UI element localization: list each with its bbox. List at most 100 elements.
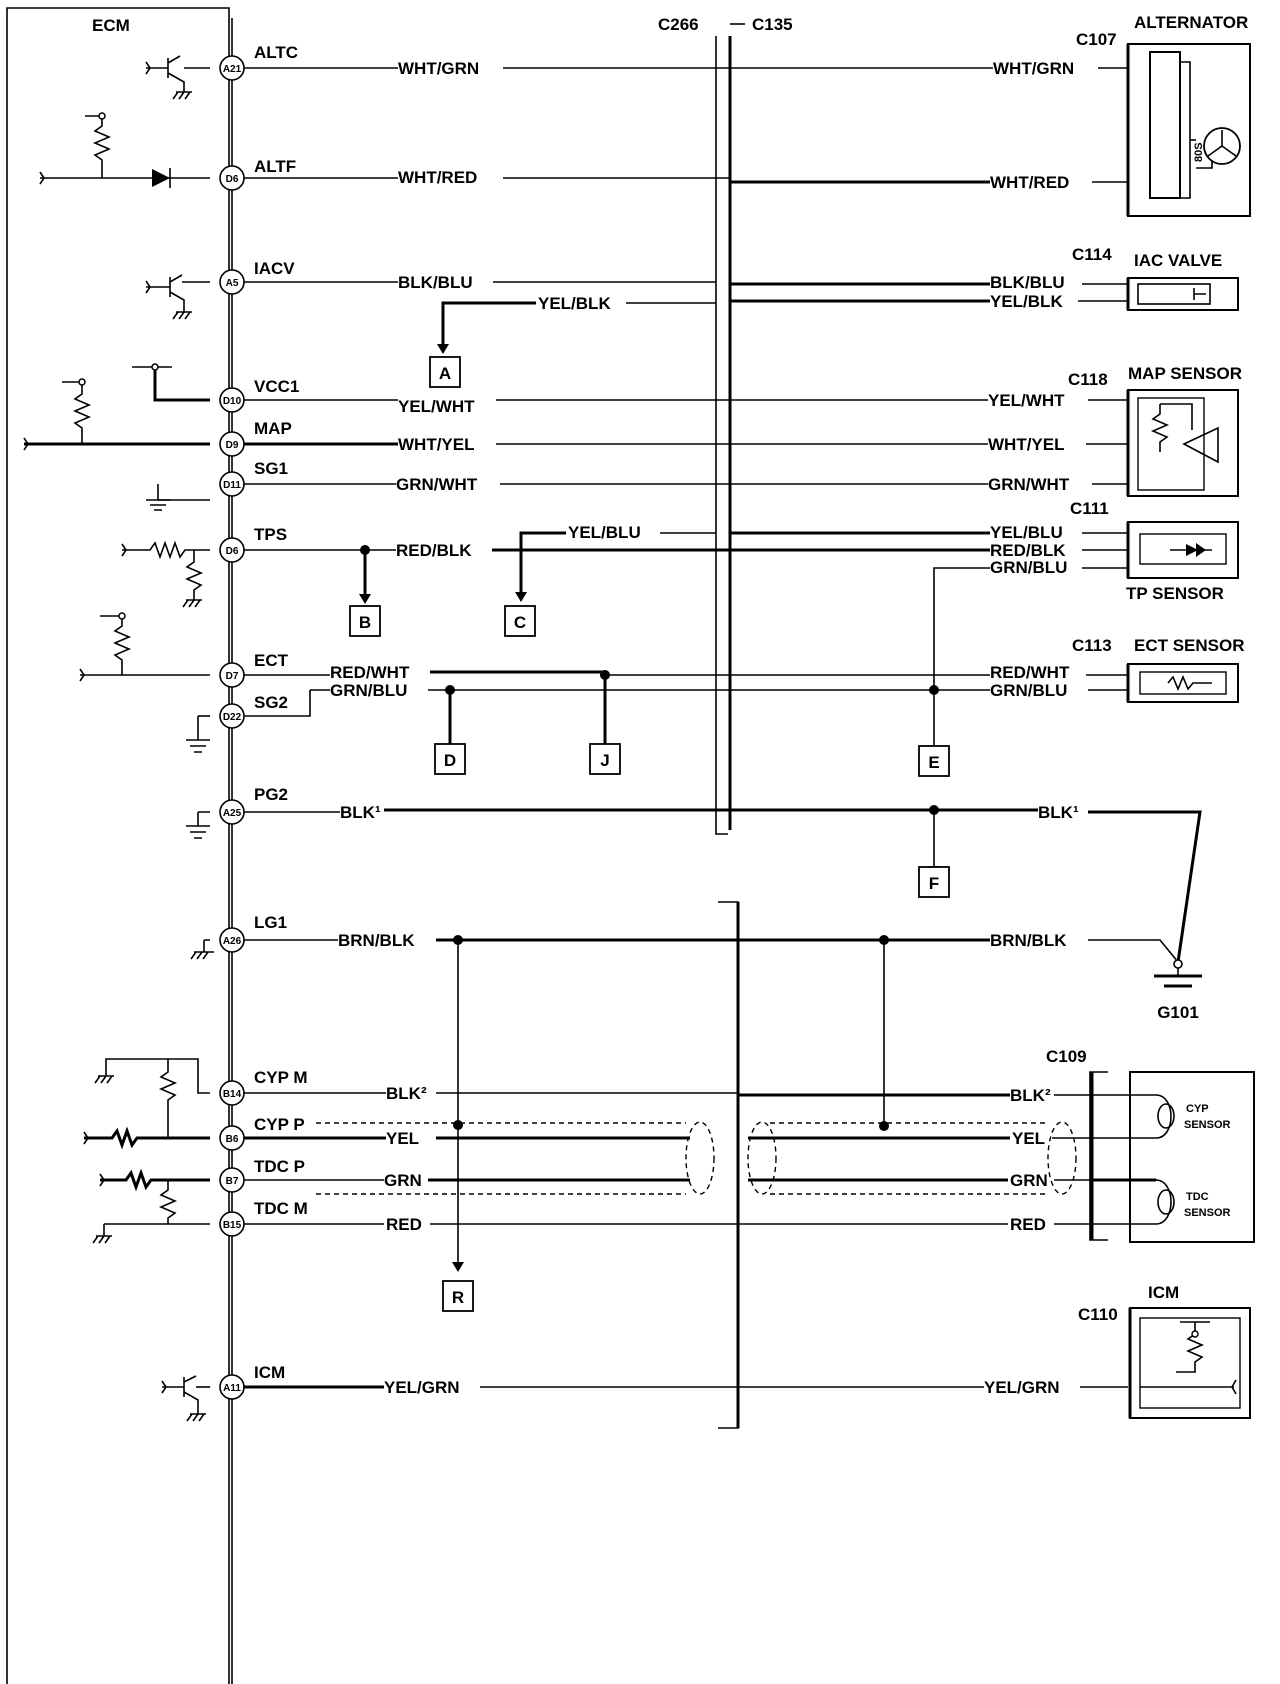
wire-yel-wht-label-ecm: YEL/WHT <box>398 397 475 416</box>
wire-grn: GRN GRN <box>244 1171 1090 1195</box>
wire-yel: YEL YEL <box>244 1122 1090 1148</box>
pin-sg2-label: D22 <box>223 712 242 723</box>
ref-d-label: D <box>444 751 456 770</box>
ecm-internal-circuits <box>23 55 214 1422</box>
pin-tdcm-label: B15 <box>223 1220 242 1231</box>
signal-tdcp-label: TDC P <box>254 1157 305 1176</box>
pin-pg2-label: A25 <box>223 808 242 819</box>
signal-cypp-label: CYP P <box>254 1115 305 1134</box>
signal-icm-label: ICM <box>254 1363 285 1382</box>
pin-lg1: A26 LG1 <box>219 913 287 953</box>
wire-yel-blk-label-ecm: YEL/BLK <box>538 294 611 313</box>
wire-yel-blu-label-ecm: YEL/BLU <box>568 523 641 542</box>
connector-c135-label: C135 <box>752 15 793 34</box>
wire-wht-grn-label-alt: WHT/GRN <box>993 59 1074 78</box>
signal-tps-label: TPS <box>254 525 287 544</box>
wire-blk-blu-label-ecm: BLK/BLU <box>398 273 473 292</box>
connector-c111-label: C111 <box>1070 499 1109 518</box>
wire-grn-blu-tp: GRN/BLU <box>928 558 1128 768</box>
wire-yel-wht-label-map: YEL/WHT <box>988 391 1065 410</box>
pin-ect: D7 ECT <box>219 651 289 688</box>
icm-label: ICM <box>1148 1283 1179 1302</box>
tp-sensor-label: TP SENSOR <box>1126 584 1224 603</box>
wire-yel-label-cyp: YEL <box>1012 1129 1045 1148</box>
connector-c118-label: C118 <box>1068 370 1108 389</box>
connector-c266-label: C266 <box>658 15 699 34</box>
ref-box-a: A <box>429 356 461 388</box>
wire-grn-wht-label-map: GRN/WHT <box>988 475 1070 494</box>
connector-c114-label: C114 <box>1072 245 1112 264</box>
wire-wht-yel: WHT/YEL WHT/YEL <box>244 435 1128 454</box>
connector-c110-label: C110 <box>1078 1305 1118 1324</box>
wire-red-blk-label-ecm: RED/BLK <box>396 541 472 560</box>
tp-sensor: C111 TP SENSOR <box>1070 499 1239 603</box>
splice-points <box>360 545 939 1131</box>
pin-lg1-label: A26 <box>223 936 242 947</box>
wire-wht-red: WHT/RED WHT/RED <box>244 168 1128 192</box>
ref-a-label: A <box>439 364 451 383</box>
iac-valve: C114 IAC VALVE <box>1072 245 1239 311</box>
ect-sensor: C113 ECT SENSOR <box>1072 636 1245 703</box>
pin-tps: D6 TPS <box>219 525 287 563</box>
map-sensor-label: MAP SENSOR <box>1128 364 1242 383</box>
wire-brn-blk-label-ground: BRN/BLK <box>990 931 1067 950</box>
ref-box-d: D <box>434 743 466 775</box>
ref-box-j: J <box>589 743 621 775</box>
pin-sg1: D11 SG1 <box>219 459 288 497</box>
wire-grn-blu-label-tp: GRN/BLU <box>990 558 1067 577</box>
ground-g101-label: G101 <box>1157 1003 1199 1022</box>
pin-altf-label: D6 <box>226 174 239 185</box>
wire-red-label-tdc: RED <box>1010 1215 1046 1234</box>
wire-blk2-label-cyp: BLK² <box>1010 1086 1051 1105</box>
cyp-tdc-sensor: C109 CYP SENSOR TDC SENSOR <box>1046 1047 1255 1243</box>
alternator-regulator-label: 80S <box>1193 142 1205 162</box>
wire-yel-grn-label-ecm: YEL/GRN <box>384 1378 460 1397</box>
pin-tdcp-label: B7 <box>226 1176 239 1187</box>
branch-tps-to-b <box>359 550 371 604</box>
wire-yel-wht: YEL/WHT YEL/WHT <box>244 391 1128 416</box>
ref-c-label: C <box>514 613 526 632</box>
pin-altf: D6 ALTF <box>219 157 296 191</box>
wire-wht-yel-label-map: WHT/YEL <box>988 435 1065 454</box>
pin-map-label: D9 <box>226 440 239 451</box>
pin-cypp-label: B6 <box>226 1134 239 1145</box>
wire-yel-label-ecm: YEL <box>386 1129 419 1148</box>
wire-grn-wht-label-ecm: GRN/WHT <box>396 475 478 494</box>
wire-brn-blk-label-ecm: BRN/BLK <box>338 931 415 950</box>
ref-box-r: R <box>442 1280 474 1312</box>
pin-iacv-label: A5 <box>226 278 239 289</box>
signal-cypm-label: CYP M <box>254 1068 308 1087</box>
wire-yel-grn: YEL/GRN YEL/GRN <box>244 1378 1128 1397</box>
ref-box-f: F <box>918 866 950 898</box>
wire-yel-grn-label-icm: YEL/GRN <box>984 1378 1060 1397</box>
wire-blk2: BLK² BLK² <box>244 1084 1090 1105</box>
tdc-sensor-label-2: SENSOR <box>1184 1207 1231 1219</box>
signal-tdcm-label: TDC M <box>254 1199 308 1218</box>
pin-cypm-label: B14 <box>223 1089 242 1100</box>
wire-yel-blu: YEL/BLU YEL/BLU <box>515 523 1128 602</box>
shield-ecm-side <box>685 1121 715 1195</box>
icm-module: ICM C110 <box>1078 1283 1251 1419</box>
ground-g101: G101 <box>1154 959 1202 1022</box>
wire-red-blk-label-tp: RED/BLK <box>990 541 1066 560</box>
wire-grn-blu-ect: GRN/BLU GRN/BLU <box>244 681 1128 759</box>
connector-c109-label: C109 <box>1046 1047 1087 1066</box>
signal-pg2-label: PG2 <box>254 785 288 804</box>
signal-map-label: MAP <box>254 419 292 438</box>
wire-blk1-label-ecm: BLK¹ <box>340 803 381 822</box>
pin-tps-label: D6 <box>226 546 239 557</box>
pin-map: D9 MAP <box>219 419 292 457</box>
pin-sg1-label: D11 <box>223 480 241 491</box>
connector-c266-c135: C266 C135 <box>658 15 793 1429</box>
signal-sg1-label: SG1 <box>254 459 288 478</box>
pin-sg2: D22 SG2 <box>219 693 288 729</box>
wire-wht-yel-label-ecm: WHT/YEL <box>398 435 475 454</box>
alternator: ALTERNATOR C107 80S <box>1076 13 1251 217</box>
pin-cypm: B14 CYP M <box>219 1068 308 1106</box>
signal-lg1-label: LG1 <box>254 913 287 932</box>
ect-sensor-label: ECT SENSOR <box>1134 636 1245 655</box>
ref-box-c: C <box>504 605 536 637</box>
pin-altc: A21 ALTC <box>219 43 298 81</box>
ref-j-label: J <box>600 751 609 770</box>
map-sensor: C118 MAP SENSOR <box>1068 364 1242 497</box>
